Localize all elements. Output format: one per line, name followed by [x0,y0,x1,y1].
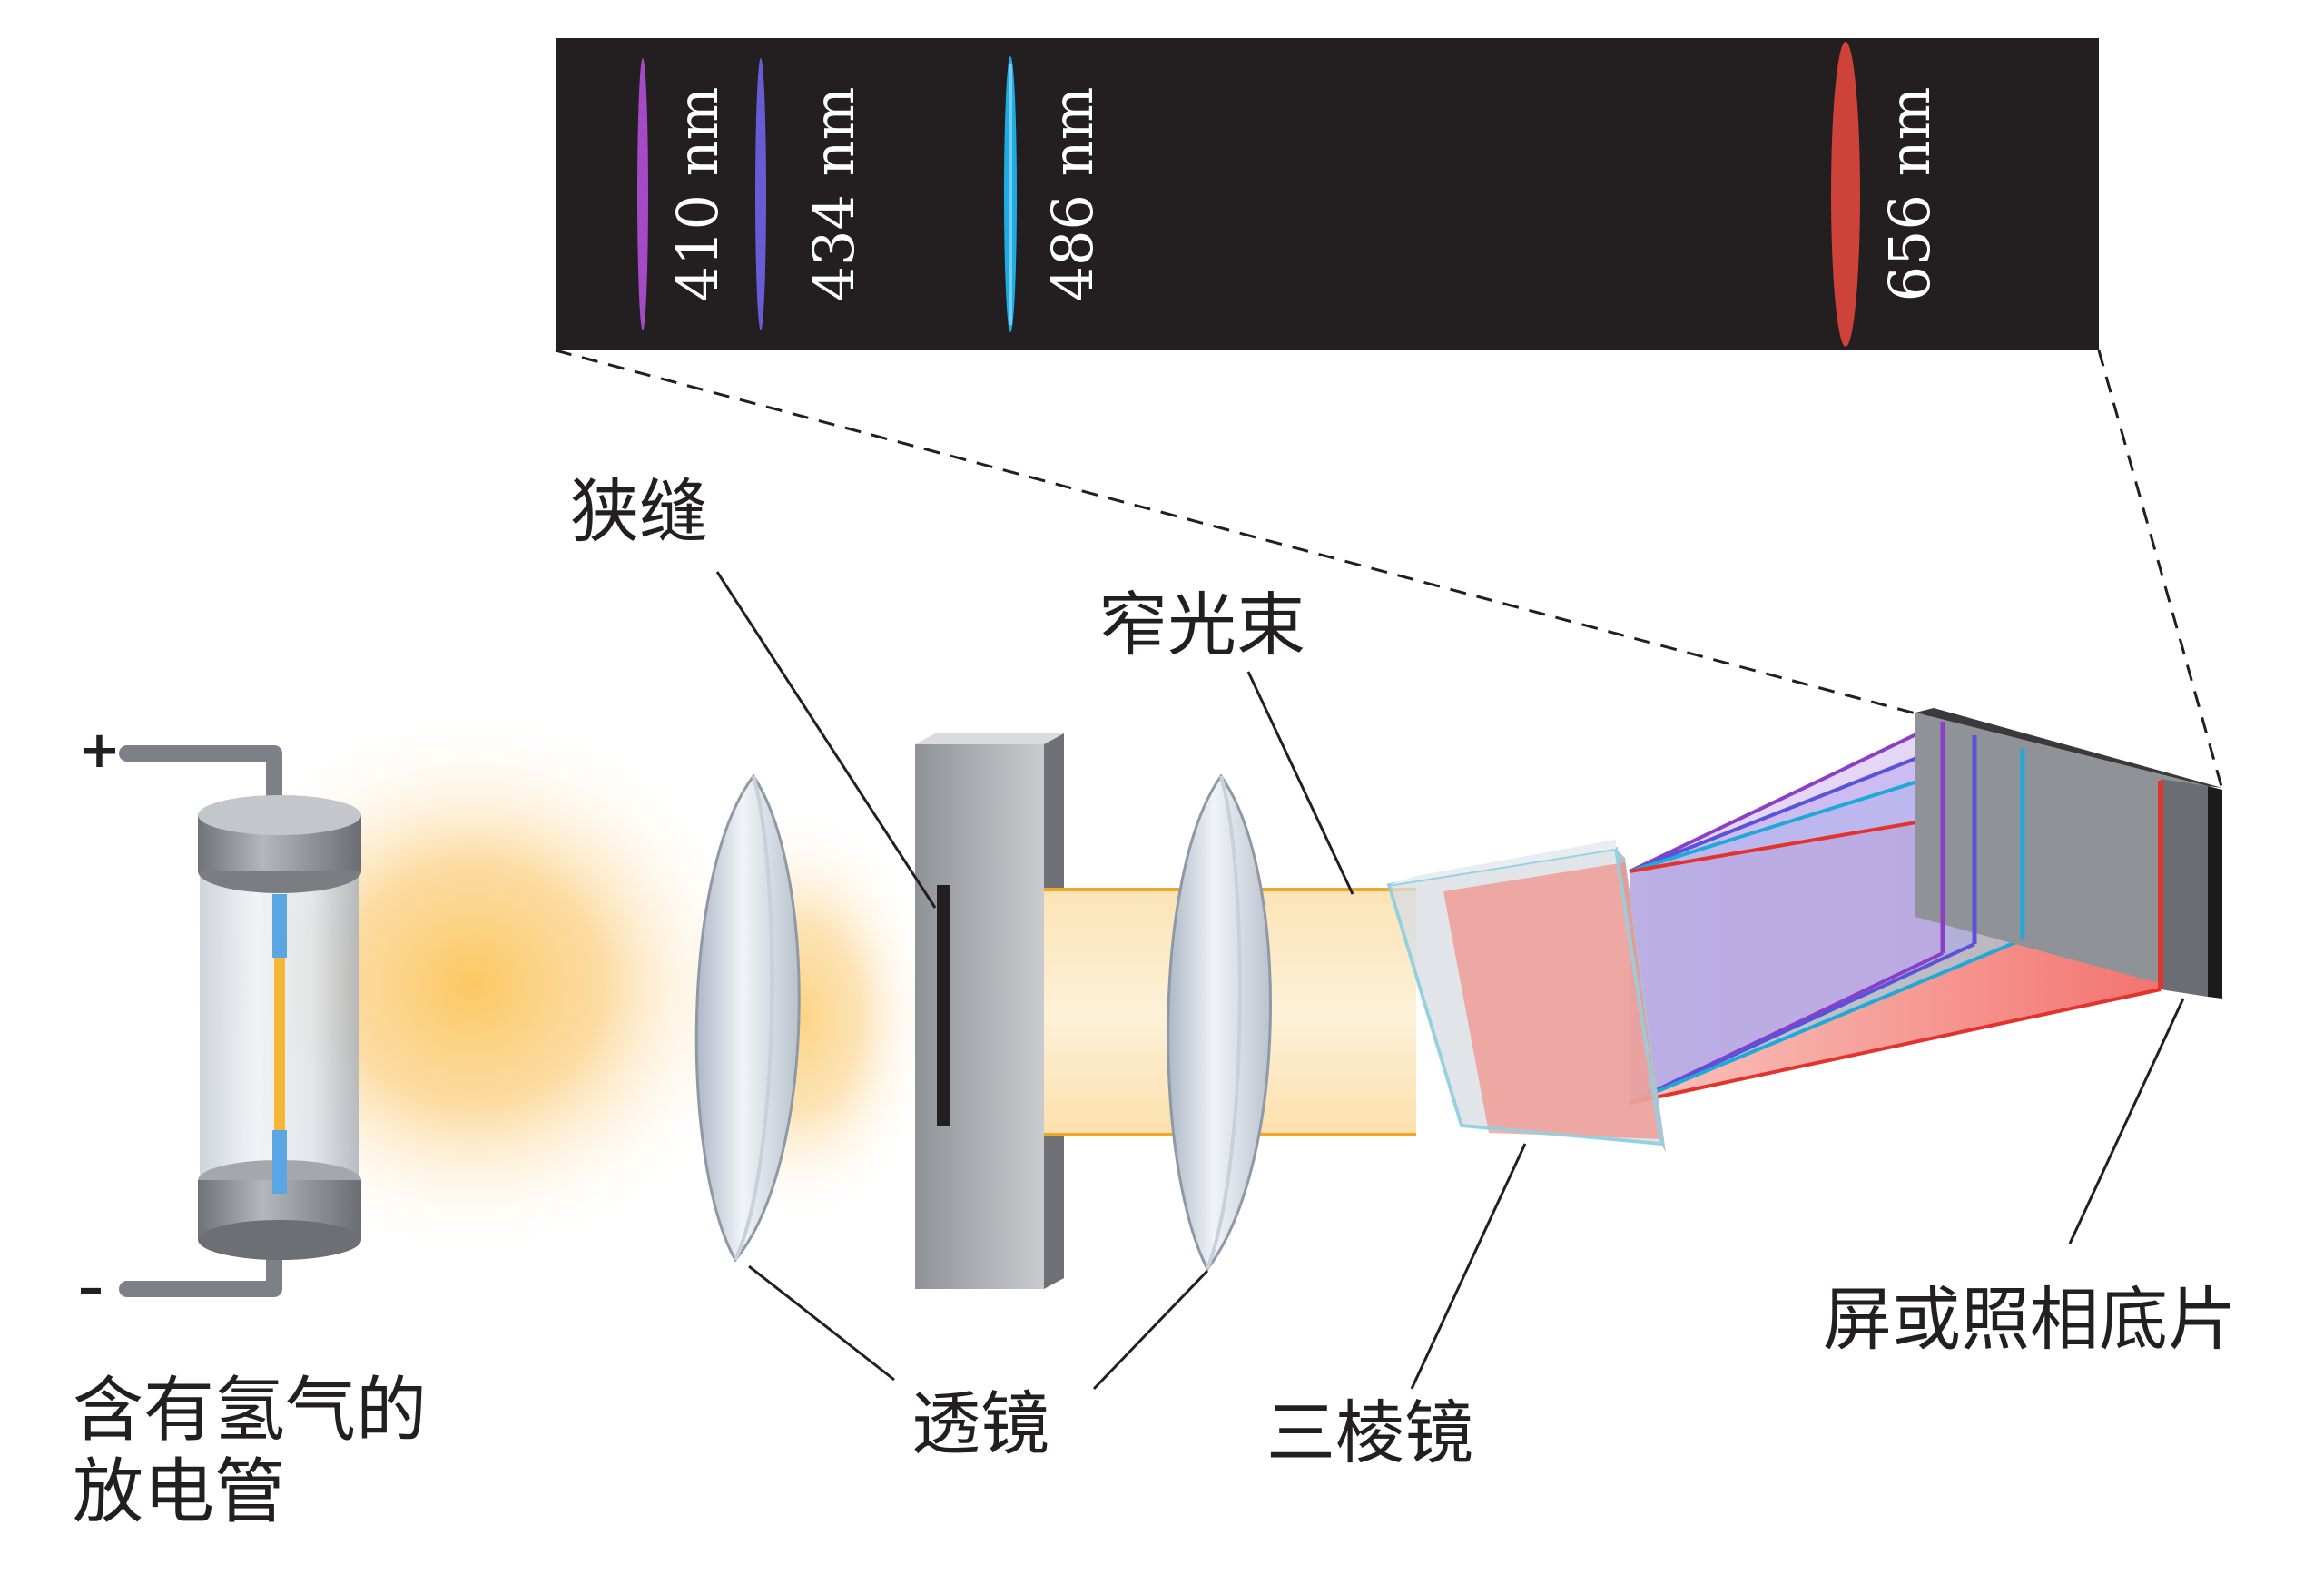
wavelength-label-410: 410 nm [665,87,731,302]
slit-plate [915,733,1064,1289]
prism [1386,840,1666,1153]
positive-wire [119,745,282,819]
slit-opening [937,885,950,1126]
label-screen: 屏或照相底片 [1823,1279,2237,1360]
beam-leader [1246,671,1354,895]
lens-2 [1167,773,1273,1272]
projection-dashed-right [2097,349,2224,791]
spectrum-panel: 410 nm 434 nm 486 nm 656 nm [556,38,2099,350]
label-narrow-beam: 窄光束 [1098,585,1305,665]
tube-discharge [274,958,285,1130]
violet-beam [1630,722,1943,1103]
wavelength-label-434: 434 nm [801,87,867,302]
spectral-line-434 [755,58,766,330]
label-tube-line1: 含有氢气的 [73,1370,427,1451]
discharge-tube [119,745,361,1297]
spectral-line-656 [1831,42,1860,347]
screen-leader [2068,998,2185,1244]
label-slit: 狭缝 [570,471,708,552]
lens-leader-1 [748,1264,895,1382]
slit-leader [715,571,937,909]
spectrum-background [556,38,2099,350]
label-tube-line2: 放电管 [73,1451,285,1533]
label-lens: 透镜 [911,1383,1049,1464]
wavelength-label-656: 656 nm [1876,87,1943,302]
lens-leader-2 [1092,1269,1209,1391]
wavelength-label-486: 486 nm [1039,87,1106,302]
prism-leader [1410,1143,1527,1390]
projection-dashed-left [555,349,1930,719]
label-prism: 三棱镜 [1266,1392,1473,1473]
minus-terminal: – [78,1259,103,1318]
screen [1915,708,2222,999]
lens-1 [694,773,801,1263]
plus-terminal: + [78,721,121,780]
spectral-line-410 [637,58,648,330]
